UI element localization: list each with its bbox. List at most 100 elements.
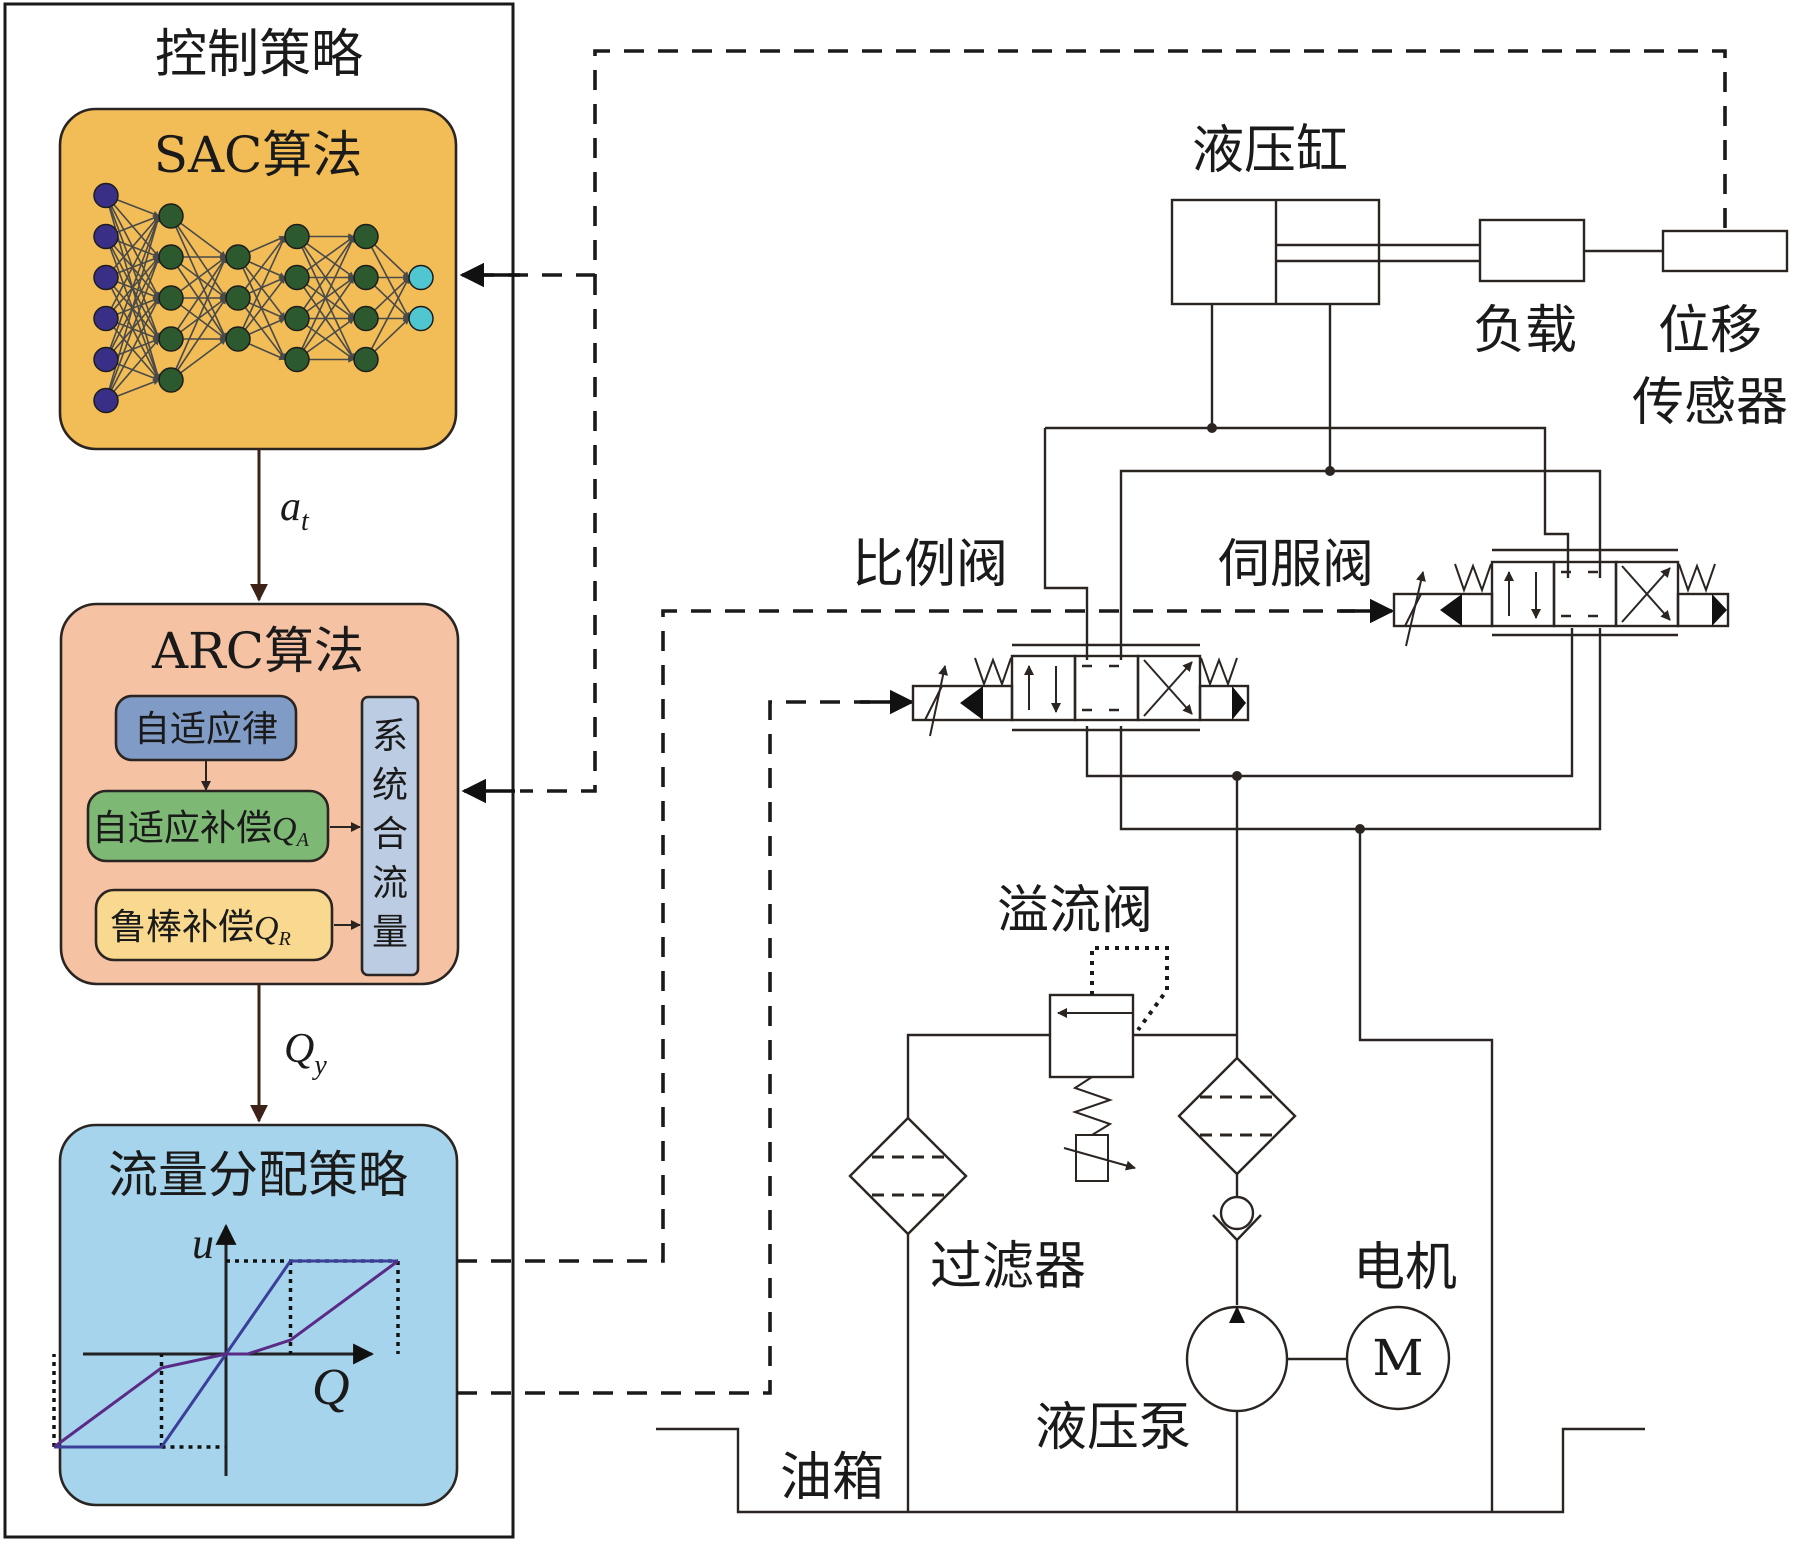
nn-hidden-node: [284, 346, 310, 373]
sensor-label-1: 位移: [1658, 301, 1762, 361]
nn-input-node: [93, 182, 119, 209]
servo-valve: 伺服阀: [1218, 535, 1730, 647]
panel-title: 控制策略: [155, 25, 363, 85]
filter-label: 过滤器: [930, 1237, 1086, 1297]
combined-flow-box: [360, 695, 420, 977]
nn-edge: [105, 297, 160, 401]
hydraulic-circuit: 液压缸 负载 位移 传感器: [656, 121, 1789, 1514]
flow-arrow: [1143, 661, 1193, 717]
filter-left-diamond: [848, 1116, 968, 1236]
nn-hidden-node: [225, 285, 251, 311]
servo-valve-label: 伺服阀: [1218, 535, 1374, 595]
nn-hidden-node: [158, 244, 184, 270]
nn-edge: [105, 215, 160, 319]
flow-arrow: [1143, 659, 1193, 715]
nn-edge: [105, 215, 161, 360]
nn-output-node: [408, 264, 434, 291]
arc-block: ARC算法 自适应律 自适应补偿QA 鲁棒补偿QR 系 统 合 流 量: [59, 602, 460, 986]
load-label: 负载: [1473, 301, 1577, 361]
nn-hidden-node: [284, 264, 310, 291]
blocked-ports: [1082, 664, 1119, 712]
flow-arrow: [1621, 567, 1671, 623]
prop-control-line: [457, 700, 870, 1395]
relief-valve: 溢流阀: [997, 881, 1169, 1182]
filter-left: 过滤器: [848, 1116, 1086, 1512]
spring-right: [1200, 657, 1238, 687]
sensor-label-2: 传感器: [1632, 373, 1788, 433]
pump-label: 液压泵: [1035, 1398, 1191, 1458]
nn-input-node: [93, 223, 119, 250]
solenoid-triangle: [1232, 686, 1246, 720]
nn-edge: [105, 256, 161, 401]
flow-arrow: [1621, 565, 1671, 621]
motor-label: 电机: [1353, 1238, 1457, 1298]
combined-flow-char-1: 系: [372, 716, 408, 757]
hydraulic-cylinder: 液压缸 负载 位移 传感器: [1170, 121, 1789, 433]
prop-valve-pos-parallel: [1010, 654, 1077, 722]
adaptive-comp-label: 自适应补偿QA: [92, 808, 310, 851]
nn-edge: [105, 215, 160, 279]
motor-circle: [1345, 1305, 1451, 1411]
nn-edge: [365, 276, 410, 360]
oil-tank: 油箱: [656, 1427, 1645, 1514]
prop-solenoid-left: [911, 684, 1014, 722]
solenoid-hatch: [1404, 593, 1422, 627]
flow-distribution-block: 流量分配策略 u Q: [52, 1123, 459, 1507]
nn-edge: [237, 235, 286, 299]
chart-x-label: Q: [312, 1359, 350, 1416]
robust-comp-box: [94, 888, 334, 962]
chart-guides: [52, 1259, 400, 1449]
pilot-line: [1090, 946, 1169, 1032]
control-strategy-panel: 控制策略 SAC算法 at ARC算法 自适应律 自适应补偿QA 鲁棒补偿QR …: [3, 2, 515, 1539]
chart-y-label: u: [192, 1219, 214, 1268]
nn-hidden-node: [158, 203, 184, 229]
combined-flow-char-4: 流: [372, 863, 408, 904]
pipe-t: [1119, 628, 1602, 831]
robust-comp-label: 鲁棒补偿QR: [110, 907, 291, 950]
sensor-box: [1661, 229, 1789, 273]
pipe-relief-out: [906, 1033, 1050, 1118]
variable-arrow: [1405, 571, 1426, 647]
check-valve: [1212, 1195, 1262, 1305]
spring-left: [974, 657, 1012, 687]
nn-input-node: [93, 387, 119, 414]
arc-title: ARC算法: [151, 622, 364, 680]
nn-edge: [296, 276, 355, 360]
sensor-feedback-line: [464, 49, 1727, 277]
flow-dist-title: 流量分配策略: [108, 1146, 408, 1204]
signal-qy: Qy: [284, 1026, 327, 1081]
nn-input-node: [93, 305, 119, 332]
pipe-a-prop: [1043, 428, 1089, 660]
neural-network-icon: [93, 182, 434, 414]
servo-solenoid-right: [1676, 592, 1730, 628]
pipe-return: [1358, 829, 1494, 1512]
nn-hidden-node: [158, 285, 184, 311]
signal-at: at: [280, 484, 310, 537]
nn-hidden-node: [353, 346, 379, 373]
pipe-b: [1119, 469, 1602, 660]
servo-valve-pos-parallel: [1490, 560, 1556, 628]
motor-symbol: M: [1372, 1329, 1423, 1387]
series-prop-line: [53, 1259, 399, 1449]
prop-solenoid-right: [1198, 684, 1250, 722]
combined-flow-char-5: 量: [372, 912, 408, 953]
pipe-a-servo: [1045, 426, 1570, 578]
proportional-valve: 比例阀: [852, 535, 1250, 737]
prop-valve-label: 比例阀: [852, 535, 1008, 595]
nn-edge: [170, 297, 227, 381]
nn-hidden-node: [158, 326, 184, 352]
servo-solenoid-left: [1392, 592, 1494, 628]
combined-flow-char-2: 统: [372, 765, 408, 806]
nn-hidden-node: [353, 223, 379, 250]
filter-right-diamond: [1177, 1056, 1297, 1176]
nn-output-node: [408, 305, 434, 332]
arc-feedback-line: [520, 275, 597, 793]
nn-hidden-node: [158, 367, 184, 393]
feedback-signal-lines: [457, 49, 1727, 1395]
solenoid-triangle: [1712, 594, 1727, 626]
nn-edge: [170, 256, 227, 381]
tank-outline: [656, 1427, 1645, 1514]
check-ball: [1219, 1195, 1255, 1231]
nn-hidden-node: [284, 305, 310, 332]
